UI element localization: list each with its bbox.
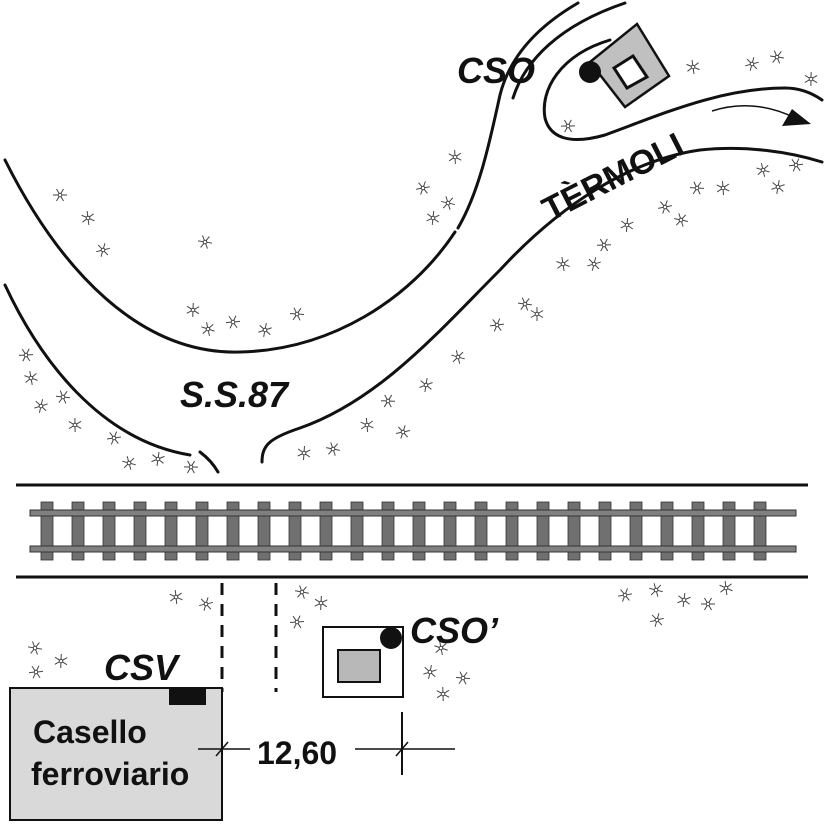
flower-icon [326, 442, 340, 456]
flower-icon [416, 181, 430, 195]
flower-icon [596, 238, 612, 252]
flower-icon [756, 163, 770, 177]
flower-icon [53, 188, 67, 202]
flower-icon [28, 641, 42, 655]
dimension-12-60 [198, 712, 455, 775]
flower-icon [28, 665, 44, 679]
flower-icon [658, 200, 672, 214]
flower-icon [618, 588, 632, 602]
termoli-label: TÈRMOLI [536, 126, 690, 229]
flower-icon [81, 210, 95, 226]
flower-icon [517, 297, 533, 311]
flower-icon [769, 50, 785, 64]
flower-icon [314, 595, 328, 611]
flower-icon [436, 686, 450, 702]
cso-north-label: CSO [457, 50, 535, 91]
flower-icon [54, 653, 68, 669]
flower-icon [530, 307, 544, 321]
flower-icon [426, 210, 440, 226]
flower-icon [448, 149, 462, 165]
cso-south-label: CSO’ [410, 610, 499, 651]
vegetation [18, 50, 818, 702]
flower-icon [295, 585, 309, 599]
flower-icon [186, 302, 200, 318]
flower-icon [151, 451, 165, 467]
flower-icon [674, 213, 688, 227]
flower-icon [419, 378, 433, 392]
flower-icon [451, 350, 465, 364]
flower-icon [677, 592, 691, 608]
flower-icon [68, 417, 82, 433]
flower-icon [18, 348, 34, 362]
road-edge-upper [456, 1, 580, 230]
flower-icon [225, 315, 241, 329]
flower-icon [201, 322, 215, 336]
road-name-label: S.S.87 [180, 374, 290, 415]
flower-icon [297, 445, 311, 461]
rail-top [29, 509, 797, 517]
flower-icon [198, 235, 212, 249]
flower-icon [587, 257, 601, 271]
rail-bottom [29, 545, 797, 553]
road-edge-outer-left [3, 158, 457, 354]
flower-icon [788, 158, 804, 172]
flower-icon [560, 119, 576, 133]
flower-icon [719, 580, 733, 596]
flower-icon [716, 180, 730, 196]
access-dashes [220, 583, 278, 692]
road-edge-spur-loop [542, 38, 824, 141]
flower-icon [689, 181, 705, 195]
flower-icon [122, 456, 136, 470]
flower-icon [686, 59, 700, 75]
flower-icon [289, 307, 305, 321]
cso-north-cabinet [579, 22, 671, 109]
cso-south-cabinet [322, 626, 404, 698]
flower-icon [106, 431, 122, 445]
distance-label: 12,60 [257, 735, 337, 771]
flower-icon [360, 417, 374, 433]
flower-icon [34, 399, 48, 413]
road-edge-inner-left [3, 283, 192, 457]
flower-icon [701, 597, 715, 611]
flower-icon [771, 180, 785, 194]
building-label-line1: Casello [33, 714, 147, 750]
casello-building [9, 687, 223, 821]
flower-icon [804, 71, 818, 87]
flower-icon [199, 597, 213, 611]
flower-icon [556, 257, 570, 271]
flower-icon [441, 196, 455, 210]
csv-label: CSV [104, 647, 181, 688]
railway [16, 483, 808, 579]
flower-icon [620, 217, 634, 233]
cso-south-marker-icon [380, 627, 402, 649]
flower-icon [55, 390, 71, 404]
flower-icon [96, 243, 110, 257]
flower-icon [24, 371, 38, 385]
flower-icon [380, 394, 396, 408]
flower-icon [489, 318, 505, 332]
road-ss87 [3, 1, 824, 474]
cso-north-marker-icon [579, 61, 601, 83]
flower-icon [650, 613, 664, 627]
road-edge-spur-top [511, 1, 627, 100]
road-edge-lower [260, 146, 824, 464]
csv-device [169, 689, 206, 705]
flower-icon [649, 583, 663, 597]
direction-arrow-icon [711, 105, 811, 126]
flower-icon [455, 671, 471, 685]
road-edge-inner-left-end [198, 450, 220, 474]
flower-icon [289, 615, 305, 629]
flower-icon [423, 665, 437, 679]
flower-icon [169, 589, 183, 605]
flower-icon [183, 460, 199, 474]
flower-icon [745, 57, 759, 71]
flower-icon [258, 323, 272, 337]
flower-icon [396, 425, 410, 439]
flower-icon [434, 641, 448, 655]
building-label-line2: ferroviario [31, 756, 189, 792]
